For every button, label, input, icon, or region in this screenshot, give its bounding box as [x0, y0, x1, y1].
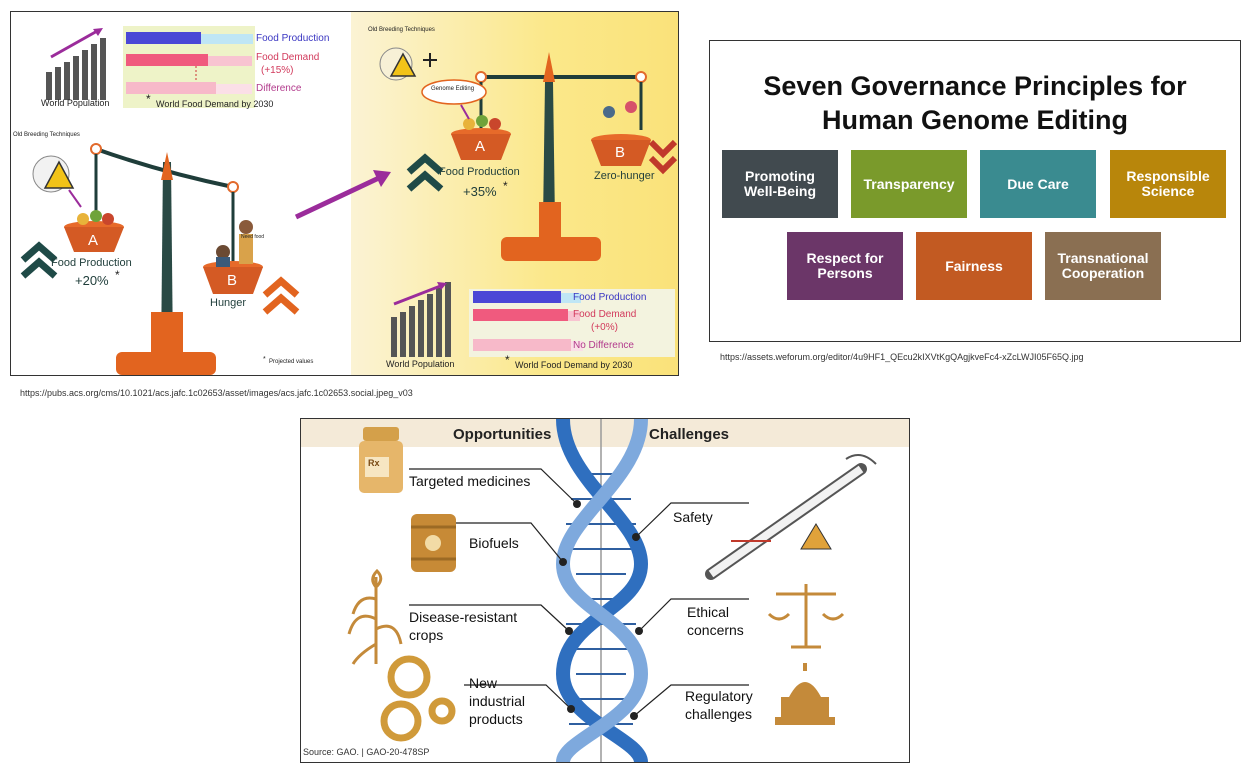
demand-bars-left	[123, 26, 255, 108]
basket-a-label-left: A	[88, 232, 99, 249]
regulatory-label-1: Regulatory	[685, 688, 753, 704]
food-production-figure: Food Production Food Demand (+15%) Diffe…	[10, 11, 679, 376]
asterisk-left-top: *	[146, 92, 151, 106]
basket-a-label-right: A	[475, 138, 486, 155]
principle-fairness: Fairness	[916, 232, 1032, 300]
dna-illustration	[301, 419, 909, 762]
opportunities-heading: Opportunities	[453, 426, 552, 443]
principle-respect-for-persons: Respect for Persons	[787, 232, 903, 300]
food-production-right: Food Production	[439, 166, 520, 178]
world-food-demand-left: World Food Demand by 2030	[156, 99, 274, 109]
asterisk-left: *	[115, 268, 120, 282]
left-balance-scale	[20, 143, 300, 375]
food-figure-url: https://pubs.acs.org/cms/10.1021/acs.jaf…	[20, 388, 413, 398]
legend-food-production-left: Food Production	[256, 33, 330, 44]
legend-food-demand-right: Food Demand	[573, 309, 637, 320]
zero-hunger-label: Zero-hunger	[594, 170, 655, 182]
basket-b-label-right: B	[615, 144, 626, 161]
principles-title-line1: Seven Governance Principles for	[763, 71, 1187, 101]
principles-title: Seven Governance Principles for Human Ge…	[710, 69, 1240, 137]
old-breeding-label-right: Old Breeding Techniques	[368, 27, 435, 33]
principles-figure-url: https://assets.weforum.org/editor/4u9HF1…	[720, 352, 1084, 362]
scales-of-justice-icon	[767, 584, 845, 649]
legend-food-production-right: Food Production	[573, 292, 647, 303]
percent-left: +20%	[75, 273, 109, 288]
barrel-icon	[411, 514, 456, 572]
principle-transnational-cooperation: Transnational Cooperation	[1045, 232, 1161, 300]
percent-right: +35%	[463, 184, 497, 199]
genome-editing-label: Genome Editing	[431, 86, 475, 92]
legend-difference-left: Difference	[256, 83, 302, 94]
old-breeding-label-left: Old Breeding Techniques	[13, 132, 80, 138]
food-production-left: Food Production	[51, 257, 132, 269]
ethical-label-2: concerns	[687, 622, 744, 638]
regulatory-label-2: challenges	[685, 706, 752, 722]
principle-due-care: Due Care	[980, 150, 1096, 218]
asterisk-right-bottom: *	[505, 353, 510, 367]
basket-b-label-left: B	[227, 272, 238, 289]
new-industrial-label-3: products	[469, 711, 523, 727]
hunger-label: Hunger	[210, 297, 247, 309]
capitol-building-icon	[775, 663, 835, 725]
disease-resistant-label-2: crops	[409, 627, 444, 643]
principle-responsible-science: Responsible Science	[1110, 150, 1226, 218]
challenges-heading: Challenges	[649, 426, 730, 443]
asterisk-right: *	[503, 179, 508, 193]
legend-demand-pct-right: (+0%)	[591, 322, 618, 333]
gene-editing-opportunities-challenges-figure: Opportunities Challenges Targeted medici…	[300, 418, 910, 763]
safety-label: Safety	[673, 509, 713, 525]
asterisk-projected: *	[263, 356, 266, 363]
biofuels-label: Biofuels	[469, 535, 519, 551]
world-population-label-right: World Population	[386, 359, 455, 369]
legend-demand-pct-left: (+15%)	[261, 65, 294, 76]
world-population-icon-right	[391, 282, 451, 357]
world-population-label-left: World Population	[41, 98, 110, 108]
legend-food-demand-left: Food Demand	[256, 52, 320, 63]
world-population-icon	[46, 28, 106, 100]
world-food-demand-right: World Food Demand by 2030	[515, 360, 633, 370]
source-note: Source: GAO. | GAO-20-478SP	[303, 747, 430, 757]
governance-principles-figure: Seven Governance Principles for Human Ge…	[709, 40, 1241, 342]
rx-label: Rx	[368, 458, 380, 468]
corn-plant-icon	[347, 568, 403, 665]
demand-bars-right	[469, 289, 675, 357]
gears-icon	[380, 655, 456, 742]
principle-promoting-well-being: Promoting Well-Being	[722, 150, 838, 218]
right-balance-scale	[379, 47, 678, 261]
projected-values-note: Projected values	[269, 359, 314, 365]
legend-no-difference: No Difference	[573, 340, 634, 351]
ethical-label-1: Ethical	[687, 604, 730, 620]
syringe-icon	[705, 454, 877, 580]
need-food-sign: Need food	[241, 234, 265, 240]
targeted-medicines-label: Targeted medicines	[409, 473, 531, 489]
new-industrial-label-2: industrial	[469, 693, 526, 709]
pill-bottle-icon	[359, 427, 403, 493]
disease-resistant-label-1: Disease-resistant	[409, 609, 518, 625]
new-industrial-label-1: New	[469, 675, 498, 691]
principles-title-line2: Human Genome Editing	[821, 105, 1129, 135]
principle-transparency: Transparency	[851, 150, 967, 218]
food-scale-illustration	[20, 26, 678, 375]
